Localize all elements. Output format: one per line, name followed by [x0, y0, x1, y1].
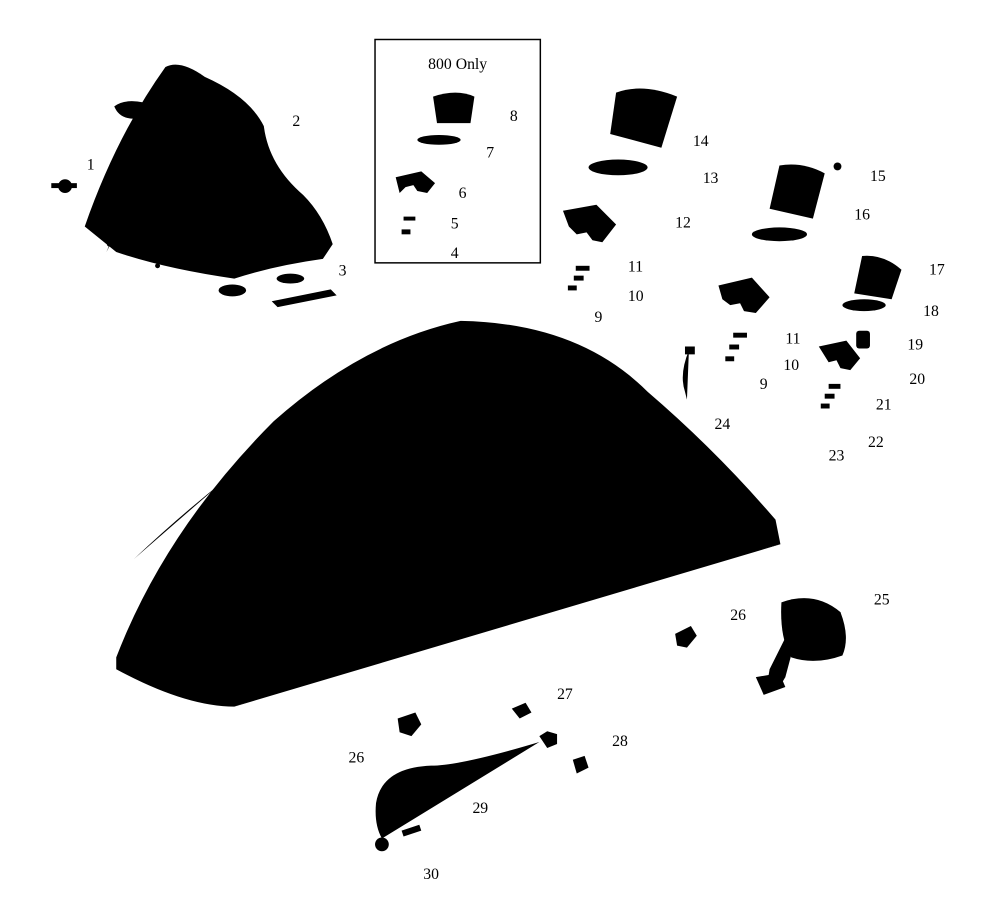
bezel-12b [718, 277, 770, 314]
callout-11b: 11 [785, 331, 800, 348]
inset-gauge-cover [433, 92, 475, 124]
callout-5: 5 [451, 215, 459, 232]
lens-13b [751, 227, 807, 242]
ring-terminal-29 [375, 837, 389, 852]
callout-18: 18 [923, 303, 939, 320]
callout-3: 3 [339, 263, 347, 280]
diagram-canvas: 800 Only [51, 38, 945, 883]
callout-26b: 26 [348, 750, 364, 767]
hood-assembly [116, 244, 781, 707]
screw-1 [51, 179, 77, 193]
bezel-20 [818, 340, 861, 371]
inset-bezel [395, 171, 436, 193]
callout-17: 17 [929, 262, 945, 279]
parts-diagram: 800 Only [8, 8, 992, 905]
callout-9a: 9 [594, 309, 602, 326]
grommet-26a [675, 625, 697, 648]
grommet-26b [397, 712, 422, 737]
callout-8: 8 [510, 108, 518, 125]
hardware [375, 625, 697, 852]
watermark-line-3: MICROFICHE [451, 505, 548, 522]
gauge-cover-14 [610, 88, 678, 148]
watermark: HLSM'S ONLINE MICROFICHE [451, 430, 548, 522]
callout-12: 12 [675, 214, 691, 231]
callout-21: 21 [876, 396, 892, 413]
callout-6: 6 [459, 185, 467, 202]
callout-28: 28 [612, 733, 628, 750]
callout-22: 22 [868, 434, 884, 451]
callout-14: 14 [693, 133, 709, 150]
callout-15: 15 [870, 168, 886, 185]
callout-24: 24 [715, 416, 731, 433]
callout-labels: 1 2 3 4 5 6 7 8 9 9 10 10 11 11 12 13 14… [87, 108, 945, 883]
callout-27: 27 [557, 686, 573, 703]
callout-16: 16 [854, 207, 870, 224]
callout-13: 13 [703, 170, 719, 187]
watermark-line-1: HLSM'S [472, 430, 527, 447]
callout-2: 2 [292, 113, 300, 130]
callout-7: 7 [486, 145, 494, 162]
inset-socket [401, 229, 411, 235]
callout-23: 23 [829, 448, 845, 465]
callout-4: 4 [451, 245, 459, 262]
inset-box [374, 38, 542, 264]
watermark-line-2: ONLINE [471, 467, 530, 484]
trim-strip-3 [271, 289, 337, 308]
inset-800-only: 800 Only [374, 38, 542, 264]
rivet-30 [401, 824, 422, 837]
lens-13a [588, 159, 648, 176]
windshield [84, 64, 333, 297]
callout-11a: 11 [628, 259, 643, 276]
callout-20: 20 [909, 371, 925, 388]
nut-28 [572, 755, 589, 774]
bulb-19 [856, 330, 870, 349]
inset-lens [417, 134, 461, 145]
callout-25: 25 [874, 591, 890, 608]
large-gauge-group [562, 88, 902, 409]
callout-19: 19 [907, 336, 923, 353]
inset-title: 800 Only [428, 56, 487, 73]
callout-1: 1 [87, 156, 95, 173]
indicator-15 [833, 162, 842, 171]
windshield-body [84, 64, 333, 279]
gauge-cover-17 [854, 255, 902, 300]
gauge-cover-16 [769, 164, 825, 219]
callout-29: 29 [472, 800, 488, 817]
inset-bulb [403, 216, 416, 221]
bezel-12a [562, 204, 617, 243]
callout-30: 30 [423, 866, 439, 883]
callout-26a: 26 [730, 607, 746, 624]
callout-10a: 10 [628, 288, 644, 305]
callout-9b: 9 [760, 376, 768, 393]
callout-10b: 10 [783, 357, 799, 374]
mirror-25 [755, 598, 846, 695]
bolt-27 [511, 702, 532, 719]
